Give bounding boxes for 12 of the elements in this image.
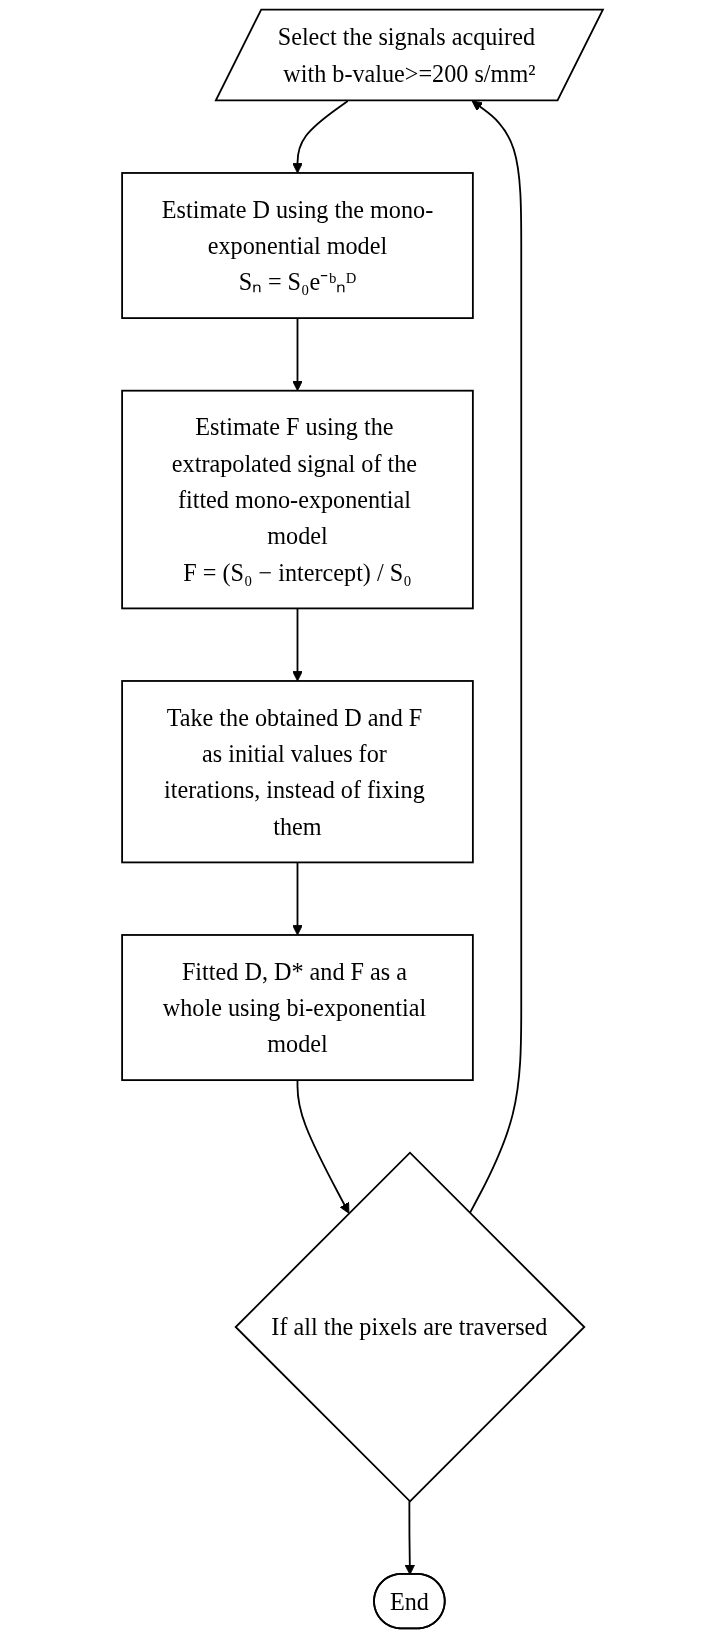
arrow — [292, 317, 303, 392]
arrow — [292, 100, 349, 174]
node-box: Take the obtained D and F as initial values for iterations, instead of fixing them — [121, 680, 474, 864]
arrow — [296, 1079, 350, 1214]
node-box: Fitted D, D* and F as a whole using bi-exponential model — [121, 934, 474, 1082]
node-box: Estimate D using the mono-exponential model Sₙ = S₀e⁻ᵇₙᴰ — [121, 172, 474, 319]
arrow — [468, 100, 523, 1215]
arrow — [292, 861, 303, 936]
node-box: Estimate F using the extrapolated signal of the fitted mono-exponential model F = (S₀ − intercept) / S₀ — [121, 389, 474, 610]
node-diamond: If all the pixels are traversed — [234, 1151, 586, 1503]
arrow — [404, 1500, 416, 1575]
arrow — [292, 607, 303, 682]
